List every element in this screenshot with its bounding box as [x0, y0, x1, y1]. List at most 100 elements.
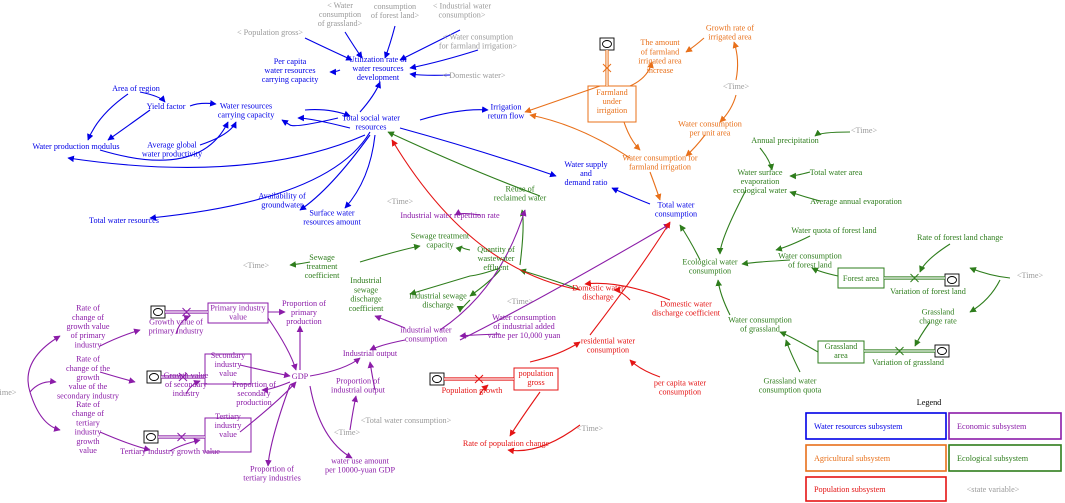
node-variation-grassland: Variation of grassland — [872, 358, 944, 367]
legend-item: Population subsystem — [814, 485, 886, 494]
causal-link-red — [507, 424, 581, 455]
causal-link-green — [789, 190, 821, 202]
causal-link-blue — [329, 68, 341, 76]
causal-link-green — [289, 261, 311, 268]
node-time: <Time> — [723, 82, 750, 91]
legend-title: Legend — [917, 398, 942, 407]
causal-link-red — [529, 341, 581, 363]
farmland-flow-valve-icon — [602, 50, 612, 86]
node-time-c: <Time> — [387, 197, 414, 206]
node-area-of-region: Area of region — [112, 84, 160, 93]
causal-link-green — [456, 299, 471, 313]
population-flow-valve-icon — [444, 374, 514, 384]
causal-link-red — [589, 221, 671, 336]
legend-box-red — [805, 476, 947, 502]
causal-link-red — [584, 280, 671, 301]
farmland-source-cloud-icon — [599, 37, 615, 51]
causal-link-orange — [529, 112, 631, 159]
causal-link-purple — [459, 332, 501, 339]
causal-link-purple — [439, 209, 527, 331]
legend-box-green — [948, 444, 1062, 472]
node-time-e: <Time> — [507, 297, 534, 306]
causal-link-orange — [649, 171, 662, 201]
causal-link-blue — [304, 109, 351, 117]
causal-link-green — [759, 147, 775, 171]
causal-link-green — [969, 279, 1001, 313]
causal-link-blue — [399, 29, 461, 61]
causal-link-purple — [309, 357, 361, 377]
causal-link-green — [469, 269, 501, 297]
stock-tertiary-industry-value — [204, 417, 252, 453]
causal-link-green — [387, 131, 541, 197]
node-time-b: <Time> — [851, 126, 878, 135]
node-time-left: ime> — [0, 388, 17, 397]
causal-link-blue — [99, 121, 229, 161]
causal-link-red — [613, 286, 631, 301]
node-time-g: <Time> — [334, 428, 361, 437]
primary-source-cloud-icon — [150, 305, 166, 319]
forest-sink-cloud-icon — [944, 273, 960, 287]
causal-link-purple — [29, 377, 57, 393]
causal-link-green — [779, 331, 819, 353]
causal-link-green — [914, 321, 931, 347]
causal-link-blue — [399, 127, 557, 178]
node-water-production-modulus: Water production modulus — [32, 142, 119, 151]
legend-item: Agricultural subsystem — [814, 454, 891, 463]
tertiary-flow-valve-icon — [158, 432, 205, 442]
causal-link-red — [391, 139, 581, 291]
causal-link-blue — [67, 134, 366, 168]
causal-link-purple — [267, 317, 298, 371]
node-industrial-output: Industrial output — [343, 349, 398, 358]
node-annual-precipitation: Annual precipitation — [751, 136, 819, 145]
causal-link-purple — [239, 381, 297, 433]
grassland-sink-cloud-icon — [934, 344, 950, 358]
causal-link-blue — [189, 99, 217, 107]
causal-link-green — [784, 339, 801, 373]
causal-link-red — [629, 359, 661, 378]
causal-link-green — [969, 267, 1011, 279]
node-tertiary-growth-value: Tertiary industry growth value — [120, 447, 220, 456]
causal-link-blue — [344, 134, 376, 209]
causal-link-green — [919, 243, 951, 273]
causal-link-purple — [367, 361, 376, 391]
causal-link-purple — [239, 364, 291, 379]
causal-link-green — [789, 171, 811, 180]
causal-link-purple — [349, 395, 358, 431]
causal-link-blue — [107, 109, 151, 141]
causal-link-purple — [454, 209, 481, 216]
node-rate-forest-change: Rate of forest land change — [917, 233, 1003, 242]
legend-item: Water resources subsystem — [814, 422, 903, 431]
node-domestic-water-shadow: < Domestic water> — [443, 71, 506, 80]
causal-link-blue — [297, 114, 351, 129]
causal-link-purple — [261, 381, 291, 394]
